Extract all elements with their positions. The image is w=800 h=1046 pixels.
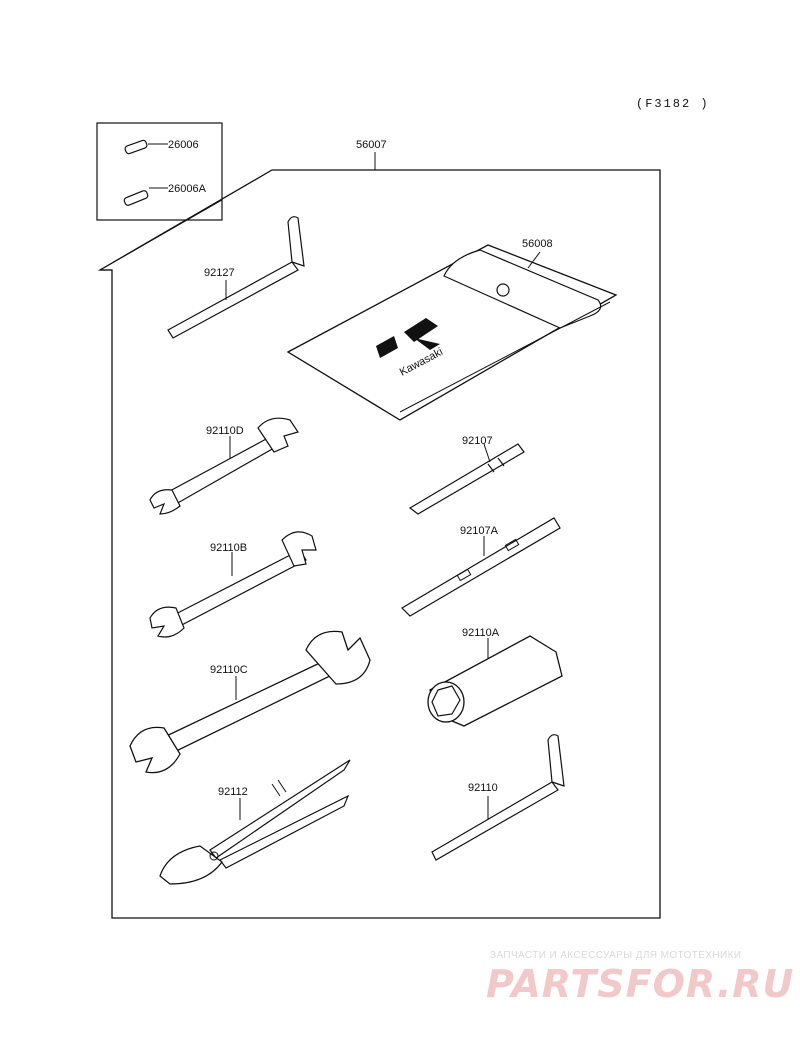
part-label-92110C: 92110C xyxy=(210,664,248,676)
part-label-92127: 92127 xyxy=(204,267,235,279)
part-label-26006: 26006 xyxy=(168,139,199,151)
watermark-site: PARTSFOR.RU xyxy=(486,962,795,1006)
pliers-92112 xyxy=(159,759,351,885)
part-label-92110B: 92110B xyxy=(210,542,247,554)
pins-inset-box xyxy=(96,122,223,221)
part-label-92112: 92112 xyxy=(218,786,248,798)
screwdriver-bit-92107 xyxy=(408,443,525,515)
tool-pouch: Kawasaki xyxy=(286,244,618,421)
part-label-92107: 92107 xyxy=(462,435,493,447)
pin-26006 xyxy=(124,139,168,155)
screwdriver-92107A xyxy=(401,517,561,617)
wrench-92110B xyxy=(149,531,317,638)
part-label-56008: 56008 xyxy=(522,238,553,250)
pin-26006A xyxy=(123,187,168,206)
part-label-56007: 56007 xyxy=(356,139,387,151)
part-label-92110D: 92110D xyxy=(206,425,244,437)
part-label-92110: 92110 xyxy=(468,782,498,794)
watermark-tagline: ЗАПЧАСТИ И АКСЕССУАРЫ ДЛЯ МОТОТЕХНИКИ xyxy=(490,950,742,961)
hex-key-92127 xyxy=(167,216,305,339)
wrench-92110C xyxy=(129,630,371,774)
hex-key-92110 xyxy=(431,734,565,861)
diagram-code: (F3182 ) xyxy=(636,97,710,111)
part-label-92110A: 92110A xyxy=(462,627,500,639)
wrench-92110D xyxy=(149,417,299,515)
spark-plug-wrench-92110A xyxy=(427,635,563,727)
part-label-26006A: 26006A xyxy=(168,183,207,195)
part-label-92107A: 92107A xyxy=(460,525,499,537)
